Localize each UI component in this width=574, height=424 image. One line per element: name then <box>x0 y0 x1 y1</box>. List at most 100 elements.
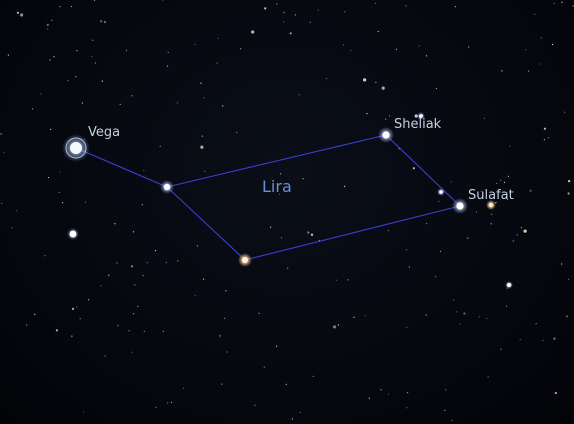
background-star <box>505 305 508 307</box>
background-star <box>439 250 442 253</box>
background-star <box>263 366 265 368</box>
background-star <box>468 46 470 48</box>
background-star <box>166 65 169 67</box>
star-near-sheliak[interactable] <box>417 112 425 120</box>
background-star <box>480 190 482 192</box>
background-star <box>350 49 352 52</box>
background-star <box>366 113 368 115</box>
background-star <box>146 262 148 264</box>
background-star <box>79 318 81 320</box>
star-right-mid[interactable] <box>505 281 513 289</box>
background-star <box>451 419 453 421</box>
background-star <box>222 105 224 107</box>
background-star <box>203 278 205 280</box>
background-star <box>487 376 489 378</box>
background-star <box>128 330 130 332</box>
background-star <box>564 111 566 113</box>
background-star <box>377 30 379 33</box>
background-star <box>276 3 278 5</box>
background-star <box>162 0 164 1</box>
background-star <box>84 201 86 203</box>
background-star <box>53 56 55 58</box>
background-star <box>75 76 77 78</box>
background-star <box>326 77 328 80</box>
background-star <box>1 202 3 204</box>
background-star <box>88 299 90 301</box>
star-sheliak[interactable] <box>378 127 394 143</box>
background-star <box>561 263 563 265</box>
background-star <box>309 21 311 23</box>
background-star <box>108 274 110 276</box>
vega-label: Vega <box>88 125 120 140</box>
background-star <box>170 401 173 403</box>
background-star <box>276 345 278 347</box>
background-star <box>405 5 407 7</box>
background-star <box>287 267 289 269</box>
background-star <box>426 223 428 225</box>
background-star <box>385 118 387 120</box>
background-star <box>405 249 407 251</box>
background-star <box>93 0 96 1</box>
background-star <box>395 48 397 50</box>
background-star <box>337 324 339 326</box>
star-zeta-lyrae[interactable] <box>160 180 174 194</box>
background-star <box>412 167 415 170</box>
background-star <box>219 336 221 338</box>
background-star <box>444 409 446 411</box>
background-star <box>134 284 136 286</box>
background-star <box>55 329 59 332</box>
sheliak-label: Sheliak <box>394 117 442 132</box>
star-near-sulafat[interactable] <box>437 188 445 196</box>
background-star <box>132 231 135 233</box>
background-star <box>131 351 133 353</box>
background-star <box>353 316 355 318</box>
background-star <box>408 266 410 268</box>
star-vega[interactable] <box>62 134 90 162</box>
background-star <box>16 11 19 14</box>
background-star <box>475 211 478 213</box>
background-star <box>11 227 13 229</box>
line-epsilon-sheliak <box>166 134 387 188</box>
background-star <box>143 330 145 332</box>
background-star <box>16 210 18 212</box>
background-star <box>226 351 228 353</box>
background-star <box>456 311 458 313</box>
background-star <box>467 237 469 239</box>
background-star <box>194 43 196 46</box>
background-star <box>302 178 304 180</box>
background-star <box>31 108 34 110</box>
background-star <box>509 145 511 147</box>
background-star <box>418 45 420 47</box>
background-star <box>283 11 285 14</box>
background-star <box>167 51 169 54</box>
background-star <box>280 173 282 175</box>
background-star <box>165 262 167 264</box>
background-star <box>554 391 557 395</box>
background-star <box>46 23 49 26</box>
background-star <box>501 70 503 72</box>
background-star <box>294 14 296 16</box>
background-star <box>310 233 314 236</box>
background-star <box>543 127 547 130</box>
background-star <box>251 30 255 34</box>
star-bright-left[interactable] <box>67 228 79 240</box>
background-star <box>258 312 260 314</box>
constellation-label: Lira <box>262 177 292 196</box>
background-star <box>216 62 218 64</box>
background-star <box>62 202 64 204</box>
background-star <box>364 315 366 317</box>
background-star <box>117 325 119 327</box>
background-star <box>534 13 536 15</box>
star-delta-lyrae[interactable] <box>238 253 252 267</box>
line-sulafat-delta <box>244 205 461 261</box>
background-star <box>225 290 227 292</box>
star-orange-right[interactable] <box>486 200 496 210</box>
star-sulafat[interactable] <box>452 198 468 214</box>
background-star <box>103 20 106 24</box>
background-star <box>236 131 238 134</box>
background-star <box>523 229 527 233</box>
background-star <box>285 383 287 385</box>
background-star <box>363 78 367 82</box>
background-star <box>567 278 570 280</box>
